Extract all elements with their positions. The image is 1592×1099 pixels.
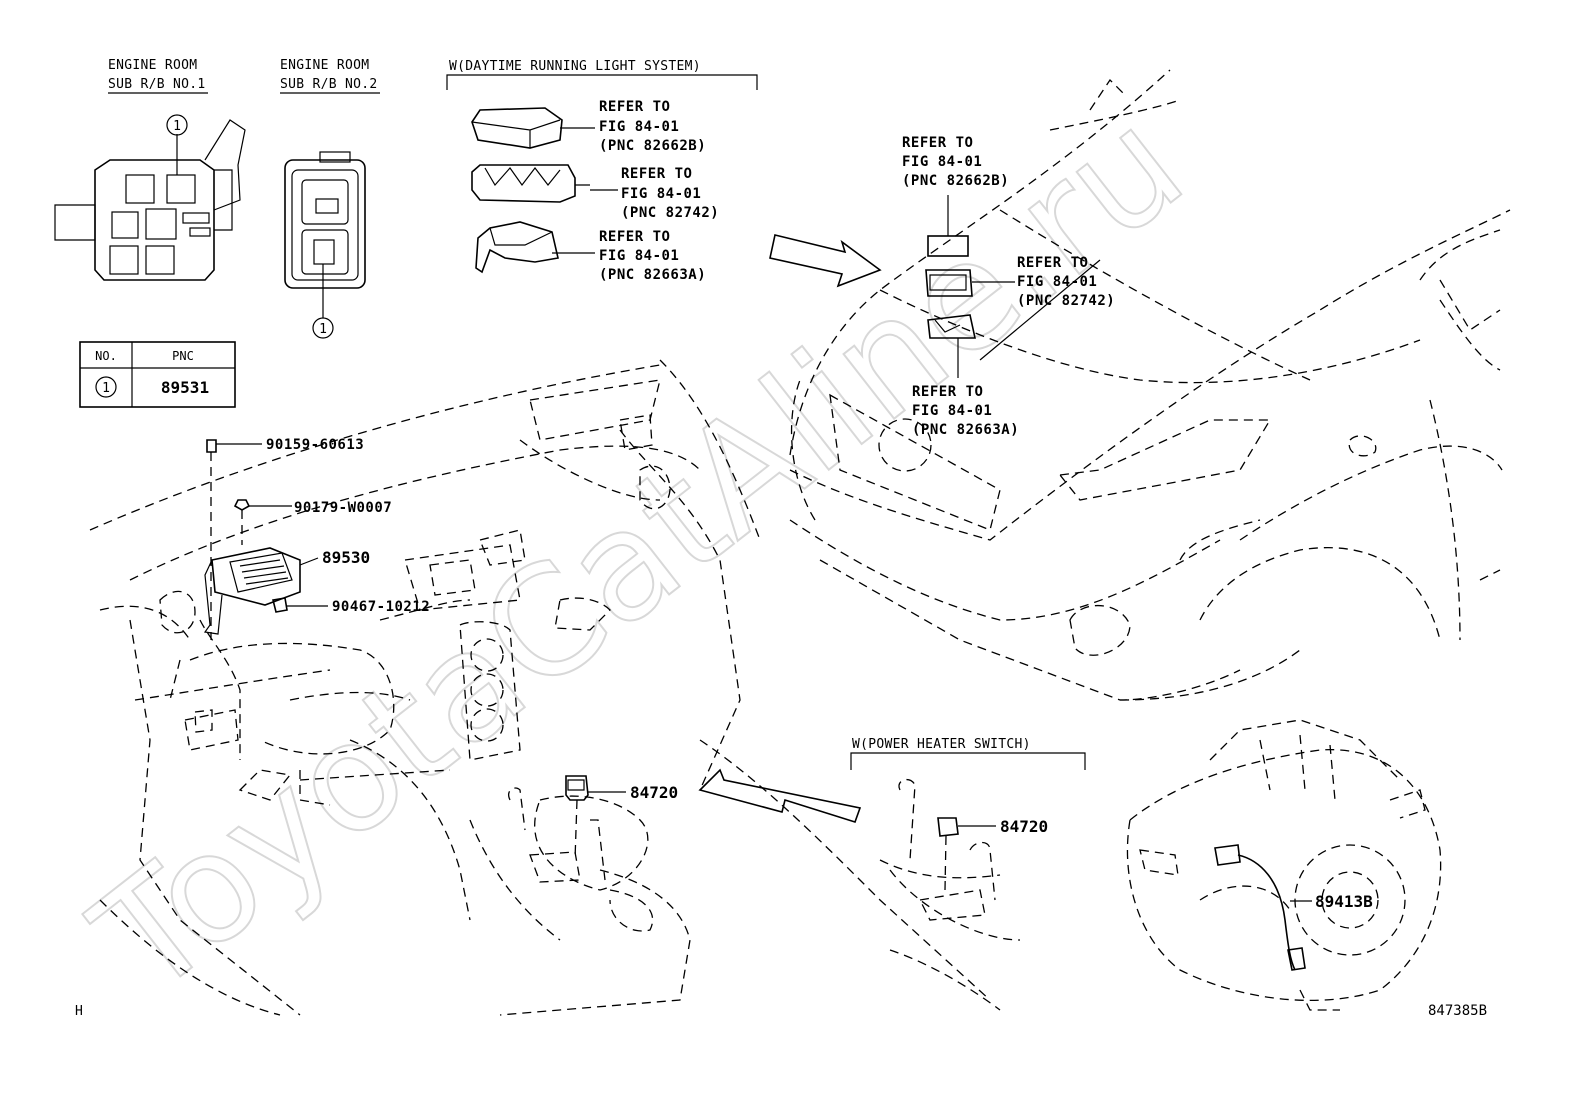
- callout-number-2: 1: [319, 322, 327, 337]
- label-89530: 89530: [322, 548, 370, 567]
- sub-rb1-group: ENGINE ROOM SUB R/B NO.1 1: [54, 58, 246, 281]
- arrow-to-switch: [698, 768, 862, 823]
- heater-header: W(POWER HEATER SWITCH): [852, 737, 1031, 752]
- car-refer-2-l1: REFER TO: [1017, 255, 1088, 271]
- label-90467-10212: 90467-10212: [332, 599, 430, 615]
- label-90179-w0007: 90179-W0007: [294, 500, 392, 516]
- sub-rb2-group: ENGINE ROOM SUB R/B NO.2 1: [280, 58, 380, 339]
- drl-refer-3-l2: FIG 84-01: [599, 248, 679, 264]
- sub-rb1-title-line2: SUB R/B NO.1: [108, 77, 206, 92]
- table-cell-pnc: 89531: [161, 378, 209, 397]
- drl-refer-1-l3: (PNC 82662B): [599, 138, 706, 154]
- drl-refer-1-l1: REFER TO: [599, 99, 670, 115]
- label-84720-inset: 84720: [1000, 817, 1048, 836]
- drl-bracket: [475, 221, 559, 274]
- label-84720-main: 84720: [630, 783, 678, 802]
- ecu-assembly: [203, 439, 328, 640]
- car-refer-2-l2: FIG 84-01: [1017, 274, 1097, 290]
- heater-switch-main: 84720: [565, 768, 862, 861]
- transmission-illustration: 89413B: [1126, 719, 1442, 1011]
- footer-right: 847385B: [1428, 1003, 1487, 1019]
- callout-circle-1: [166, 114, 188, 136]
- pnc-table: NO. PNC 1 89531: [79, 341, 236, 408]
- car-refer-1-l3: (PNC 82662B): [902, 173, 1009, 189]
- car-refer-1-l2: FIG 84-01: [902, 154, 982, 170]
- car-refer-labels: REFER TO FIG 84-01 (PNC 82662B) REFER TO…: [902, 135, 1115, 438]
- car-refer-1-l1: REFER TO: [902, 135, 973, 151]
- drl-refer-2-l3: (PNC 82742): [621, 205, 719, 221]
- drl-header: W(DAYTIME RUNNING LIGHT SYSTEM): [449, 59, 701, 74]
- dashboard-illustration: [89, 359, 991, 1016]
- label-89413b: 89413B: [1315, 892, 1373, 911]
- drl-refer-1-l2: FIG 84-01: [599, 119, 679, 135]
- table-header-pnc: PNC: [172, 349, 194, 363]
- drl-relay-block: [471, 164, 590, 203]
- callout-number: 1: [173, 119, 181, 134]
- car-refer-3-l1: REFER TO: [912, 384, 983, 400]
- sub-rb2-title-line1: ENGINE ROOM: [280, 58, 369, 73]
- car-front-illustration: [769, 69, 1511, 701]
- sub-rb1-title-line1: ENGINE ROOM: [108, 58, 197, 73]
- heater-inset-group: W(POWER HEATER SWITCH) 84720: [850, 737, 1086, 1011]
- label-90159-60613: 90159-60613: [266, 437, 364, 453]
- car-refer-2-l3: (PNC 82742): [1017, 293, 1115, 309]
- car-relay-parts: [925, 195, 1015, 378]
- arrow-to-car: [769, 234, 882, 288]
- drl-system-group: W(DAYTIME RUNNING LIGHT SYSTEM): [446, 59, 758, 274]
- sub-rb2-title-line2: SUB R/B NO.2: [280, 77, 378, 92]
- drl-refer-2-l1: REFER TO: [621, 166, 692, 182]
- drl-relay-cover: [471, 107, 563, 149]
- dash-part-labels: 90159-60613 90179-W0007 89530 90467-1021…: [266, 437, 430, 615]
- drl-refer-2-l2: FIG 84-01: [621, 186, 701, 202]
- car-refer-3-l3: (PNC 82663A): [912, 422, 1019, 438]
- sub-rb1-relay-block: [54, 119, 246, 281]
- table-header-no: NO.: [95, 349, 117, 363]
- drl-refer-labels: REFER TO FIG 84-01 (PNC 82662B) REFER TO…: [599, 99, 719, 283]
- sub-rb2-relay-block: [284, 151, 366, 289]
- car-refer-3-l2: FIG 84-01: [912, 403, 992, 419]
- table-cell-no: 1: [102, 381, 110, 396]
- drl-refer-3-l3: (PNC 82663A): [599, 267, 706, 283]
- drl-refer-3-l1: REFER TO: [599, 229, 670, 245]
- footer-left: H: [75, 1004, 83, 1019]
